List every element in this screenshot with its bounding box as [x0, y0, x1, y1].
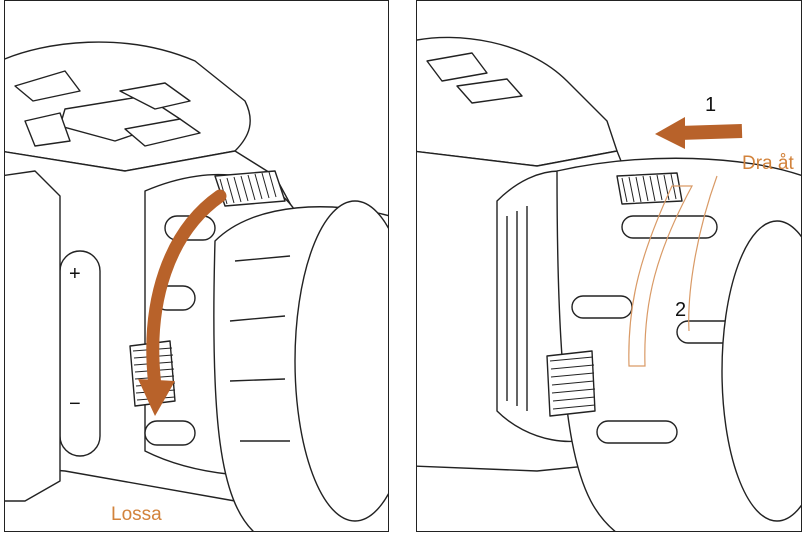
right-panel-tighten: 1 2 Dra åt [416, 0, 802, 532]
tighten-guide-outer [688, 175, 718, 332]
top-button-2 [456, 78, 523, 104]
top-button-2 [119, 82, 191, 110]
lens-front [294, 200, 388, 522]
loosen-rotation-arrow-shaft [146, 189, 227, 393]
barrel-ridges [229, 255, 291, 442]
slide-arrow-head [655, 117, 685, 149]
ring-slot-1 [621, 215, 718, 239]
ring-slot-4 [596, 420, 678, 444]
top-button-4 [124, 118, 201, 147]
top-button-1 [426, 52, 488, 82]
left-panel-loosen: + − Lossa [4, 0, 389, 532]
slide-arrow-shaft [678, 124, 743, 140]
top-button-1 [14, 70, 81, 102]
grip-hatching [549, 173, 677, 410]
top-button-3 [24, 112, 71, 147]
ring-slot-2 [571, 295, 633, 319]
step-1-number: 1 [705, 94, 717, 116]
step-2-number: 2 [675, 299, 687, 321]
loosen-caption: Lossa [111, 504, 162, 525]
rocker-minus-sign: − [69, 393, 81, 415]
ring-slot-3 [144, 420, 196, 446]
rocker-plus-sign: + [69, 263, 81, 285]
lens-front [721, 220, 801, 522]
tighten-illustration [417, 36, 801, 531]
left-grip [5, 170, 61, 502]
tighten-rotation-guide [628, 185, 694, 367]
tighten-caption: Dra åt [742, 153, 794, 174]
ring-grip-top [214, 170, 286, 207]
loosen-rotation-arrow-head [138, 379, 175, 416]
thread-lines [506, 206, 528, 411]
loosen-illustration [5, 41, 388, 531]
device-top-plate [417, 36, 618, 167]
